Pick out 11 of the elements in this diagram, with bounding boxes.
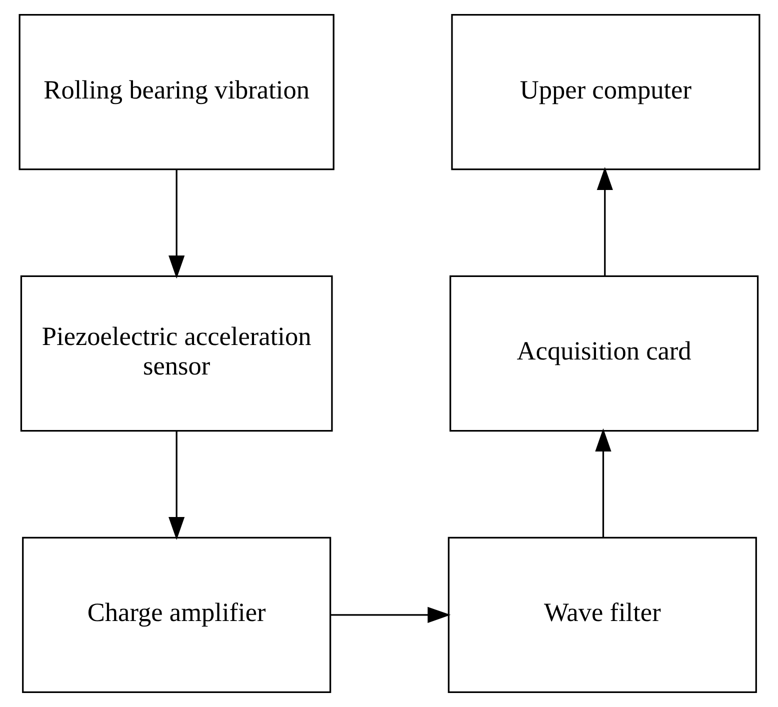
arrow <box>168 170 184 279</box>
node-box: Wave filter <box>447 536 756 693</box>
arrow <box>168 431 184 540</box>
arrow <box>594 428 611 538</box>
node-box: Charge amplifier <box>22 536 331 693</box>
node-box: Piezoelectric acceleration sensor <box>20 275 332 432</box>
node-box: Acquisition card <box>449 275 758 432</box>
node-box: Upper computer <box>450 14 760 170</box>
node-box: Rolling bearing vibration <box>18 14 334 170</box>
arrow <box>330 606 450 623</box>
arrow <box>596 167 612 276</box>
